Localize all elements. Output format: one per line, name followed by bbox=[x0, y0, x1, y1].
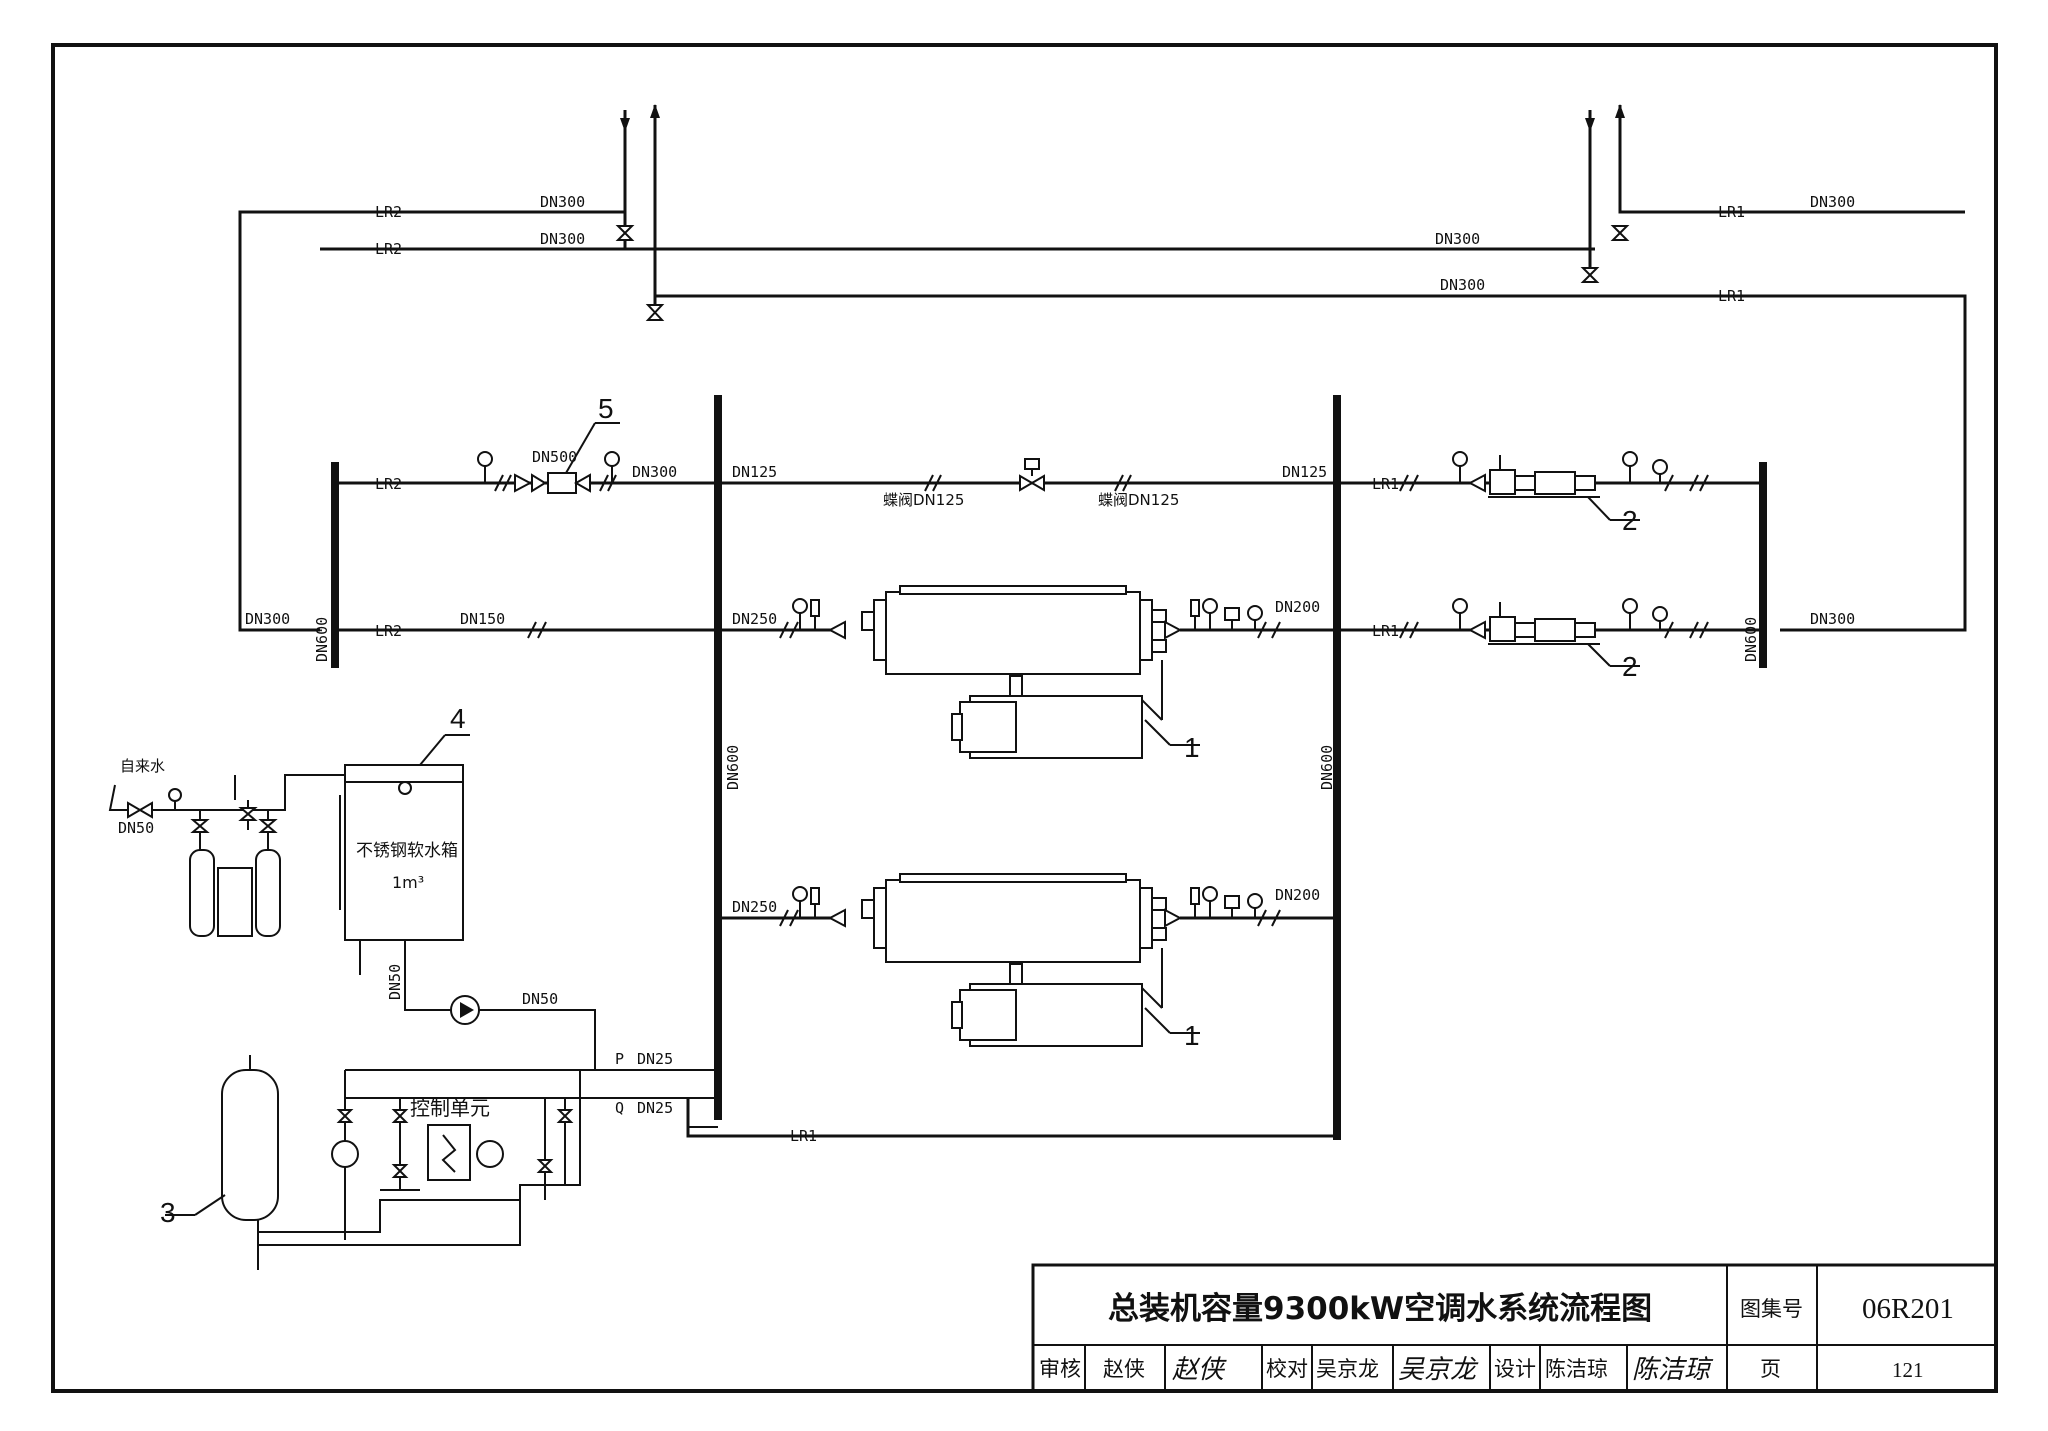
lr2-label: LR2 bbox=[375, 203, 402, 221]
butterfly-valve-label: 蝶阀DN125 bbox=[1098, 491, 1179, 509]
chiller-icon bbox=[861, 873, 1167, 1047]
dn25-label: DN25 bbox=[637, 1050, 673, 1068]
dn300-label: DN300 bbox=[1810, 193, 1855, 211]
pump-icon bbox=[1488, 455, 1600, 498]
chiller-row-2: DN250 1 DN200 bbox=[718, 873, 1337, 1051]
reviewer-signature: 赵侠 bbox=[1172, 1355, 1227, 1385]
lr2-label: LR2 bbox=[375, 622, 402, 640]
bypass-row: LR2 DN500 5 DN300 DN125 蝶阀DN125 蝶阀DN125 … bbox=[335, 393, 1763, 536]
checker-signature: 吴京龙 bbox=[1398, 1355, 1479, 1385]
dn50-label: DN50 bbox=[522, 990, 558, 1008]
check-label: 校对 bbox=[1266, 1357, 1308, 1381]
softener-icon bbox=[189, 800, 281, 937]
callout-2: 2 bbox=[1622, 505, 1638, 536]
lr1-label: LR1 bbox=[1372, 475, 1399, 493]
dn125-label: DN125 bbox=[732, 463, 777, 481]
dn300-label: DN300 bbox=[245, 610, 290, 628]
designer-signature: 陈洁琼 bbox=[1632, 1355, 1714, 1385]
lr2-label: LR2 bbox=[375, 240, 402, 258]
lr1-label: LR1 bbox=[1718, 203, 1745, 221]
title-block bbox=[1031, 1263, 1998, 1393]
tank-volume-label: 1m³ bbox=[392, 873, 424, 892]
atlas-number-label: 图集号 bbox=[1740, 1297, 1803, 1321]
dn200-label: DN200 bbox=[1275, 598, 1320, 616]
header-dn600-label: DN600 bbox=[724, 745, 742, 790]
lr1-label: LR1 bbox=[790, 1127, 817, 1145]
lr1-label: LR1 bbox=[1718, 287, 1745, 305]
makeup-water-system: 自来水 DN50 不锈钢软水箱 1m³ 4 bbox=[108, 703, 718, 1071]
dn150-label: DN150 bbox=[460, 610, 505, 628]
dn50-label: DN50 bbox=[118, 819, 154, 837]
callout-2: 2 bbox=[1622, 651, 1638, 682]
top-supply-return-mains: LR2 DN300 LR2 DN300 DN300 DN300 LR1 DN30… bbox=[238, 104, 1967, 632]
pressurization-unit: P DN25 Q DN25 控制单元 3 bbox=[160, 1050, 718, 1270]
atlas-number: 06R201 bbox=[1862, 1293, 1954, 1325]
header-dn600-label: DN600 bbox=[1742, 617, 1760, 662]
dn300-label: DN300 bbox=[540, 193, 585, 211]
callout-4: 4 bbox=[450, 703, 466, 734]
expansion-tank-icon bbox=[221, 1055, 279, 1270]
tap-water-label: 自来水 bbox=[120, 757, 165, 775]
page-label: 页 bbox=[1760, 1357, 1781, 1381]
callout-3: 3 bbox=[160, 1197, 176, 1228]
bottom-return-line: LR1 bbox=[686, 1097, 1337, 1145]
dn125-label: DN125 bbox=[1282, 463, 1327, 481]
dn300-label: DN300 bbox=[632, 463, 677, 481]
reviewer-name: 赵侠 bbox=[1103, 1357, 1145, 1381]
chiller-icon bbox=[861, 585, 1167, 759]
designer-name: 陈洁琼 bbox=[1545, 1357, 1608, 1381]
dn25-label: DN25 bbox=[637, 1099, 673, 1117]
dn300-label: DN300 bbox=[1810, 610, 1855, 628]
dn300-label: DN300 bbox=[1440, 276, 1485, 294]
lr1-label: LR1 bbox=[1372, 622, 1399, 640]
dn300-label: DN300 bbox=[540, 230, 585, 248]
dn300-label: DN300 bbox=[1435, 230, 1480, 248]
control-unit-label: 控制单元 bbox=[410, 1096, 490, 1120]
dn500-label: DN500 bbox=[532, 448, 577, 466]
pump-icon bbox=[1488, 602, 1600, 645]
chiller-row-1: LR2 DN150 DN250 1 bbox=[335, 585, 1763, 763]
dn250-label: DN250 bbox=[732, 898, 777, 916]
water-headers: DN600 DN600 DN600 DN600 DN300 DN300 bbox=[245, 395, 1855, 1140]
q-label: Q bbox=[615, 1099, 624, 1117]
header-dn600-label: DN600 bbox=[1318, 745, 1336, 790]
checker-name: 吴京龙 bbox=[1316, 1357, 1379, 1381]
soft-water-tank-label: 不锈钢软水箱 bbox=[356, 841, 458, 861]
drawing-title: 总装机容量9300kW空调水系统流程图 bbox=[1108, 1291, 1652, 1327]
callout-5: 5 bbox=[598, 393, 614, 424]
page-number: 121 bbox=[1892, 1358, 1924, 1382]
lr2-label: LR2 bbox=[375, 475, 402, 493]
gate-valve-icon bbox=[615, 225, 1630, 321]
callout-1: 1 bbox=[1184, 1020, 1200, 1051]
drawing-border bbox=[51, 43, 1998, 1393]
butterfly-valve-label: 蝶阀DN125 bbox=[883, 491, 964, 509]
dn200-label: DN200 bbox=[1275, 886, 1320, 904]
header-dn600-label: DN600 bbox=[313, 617, 331, 662]
callout-1: 1 bbox=[1184, 732, 1200, 763]
dn50-label: DN50 bbox=[386, 964, 404, 1000]
review-label: 审核 bbox=[1039, 1357, 1081, 1381]
p-label: P bbox=[615, 1050, 624, 1068]
soft-water-tank-icon bbox=[339, 764, 464, 941]
dn250-label: DN250 bbox=[732, 610, 777, 628]
design-label: 设计 bbox=[1494, 1357, 1536, 1381]
